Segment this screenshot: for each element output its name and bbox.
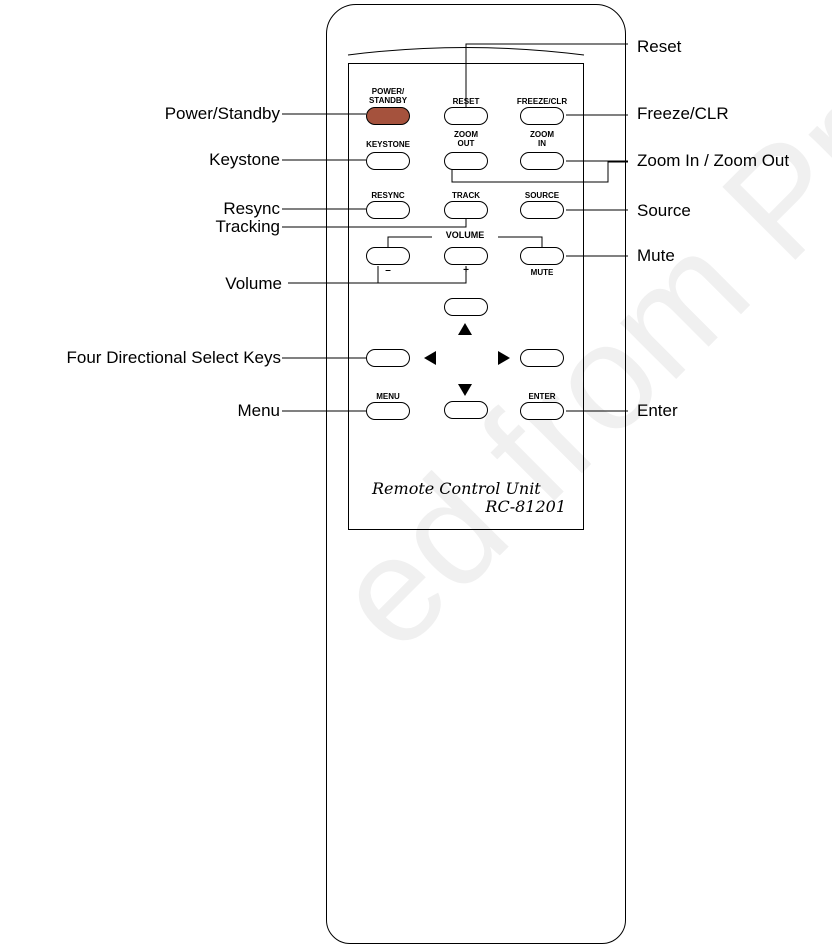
mute-button[interactable] <box>520 247 564 265</box>
power-key-label: POWER/ STANDBY <box>368 87 408 105</box>
zoom-in-button[interactable] <box>520 152 564 170</box>
menu-key-label: MENU <box>376 392 400 401</box>
track-button[interactable] <box>444 201 488 219</box>
menu-button[interactable] <box>366 402 410 420</box>
reset-leader <box>465 43 628 108</box>
arrow-left-icon <box>424 351 436 365</box>
callout-menu: Menu <box>237 401 280 420</box>
enter-button[interactable] <box>520 402 564 420</box>
callout-keystone: Keystone <box>209 150 280 169</box>
volume-key-label: VOLUME <box>433 231 497 240</box>
source-key-label: SOURCE <box>524 191 560 200</box>
volume-up-button[interactable] <box>444 247 488 265</box>
up-button[interactable] <box>444 298 488 316</box>
callout-zoom: Zoom In / Zoom Out <box>637 151 790 170</box>
mute-key-label: MUTE <box>530 268 554 277</box>
zoom-out-button[interactable] <box>444 152 488 170</box>
callout-tracking: Tracking <box>215 217 280 236</box>
reset-button[interactable] <box>444 107 488 125</box>
freeze-key-label: FREEZE/CLR <box>516 97 568 106</box>
source-button[interactable] <box>520 201 564 219</box>
volume-bracket-left <box>387 236 432 247</box>
arrow-right-icon <box>498 351 510 365</box>
freeze-clr-button[interactable] <box>520 107 564 125</box>
zoom-leader-out <box>451 161 628 183</box>
zoom-out-key-label: ZOOM OUT <box>454 130 478 148</box>
callout-freeze-clr: Freeze/CLR <box>637 104 729 123</box>
arrow-up-icon <box>458 323 472 335</box>
right-button[interactable] <box>520 349 564 367</box>
volume-down-button[interactable] <box>366 247 410 265</box>
volume-bracket-right <box>498 236 543 247</box>
resync-key-label: RESYNC <box>371 191 405 200</box>
callout-volume: Volume <box>225 274 282 293</box>
callout-directional: Four Directional Select Keys <box>66 348 281 367</box>
track-key-label: TRACK <box>452 191 480 200</box>
callout-enter: Enter <box>637 401 678 420</box>
zoom-in-key-label: ZOOM IN <box>530 130 554 148</box>
callout-source: Source <box>637 201 691 220</box>
tracking-leader <box>282 216 467 228</box>
left-button[interactable] <box>366 349 410 367</box>
enter-key-label: ENTER <box>528 392 556 401</box>
volume-minus-label: – <box>385 265 391 276</box>
volume-plus-label: + <box>463 265 469 276</box>
arrow-down-icon <box>458 384 472 396</box>
reset-key-label: RESET <box>452 97 480 106</box>
callout-power-standby: Power/Standby <box>164 104 280 123</box>
callout-reset: Reset <box>637 37 682 56</box>
power-standby-button[interactable] <box>366 107 410 125</box>
remote-caption: Remote Control Unit RC-81201 <box>362 480 566 516</box>
down-button[interactable] <box>444 401 488 419</box>
keystone-button[interactable] <box>366 152 410 170</box>
callout-resync: Resync <box>223 199 280 218</box>
keystone-key-label: KEYSTONE <box>366 140 410 149</box>
volume-leader-right <box>378 266 467 284</box>
caption-model: RC-81201 <box>485 497 566 516</box>
caption-title: Remote Control Unit <box>372 479 541 498</box>
callout-mute: Mute <box>637 246 675 265</box>
resync-button[interactable] <box>366 201 410 219</box>
